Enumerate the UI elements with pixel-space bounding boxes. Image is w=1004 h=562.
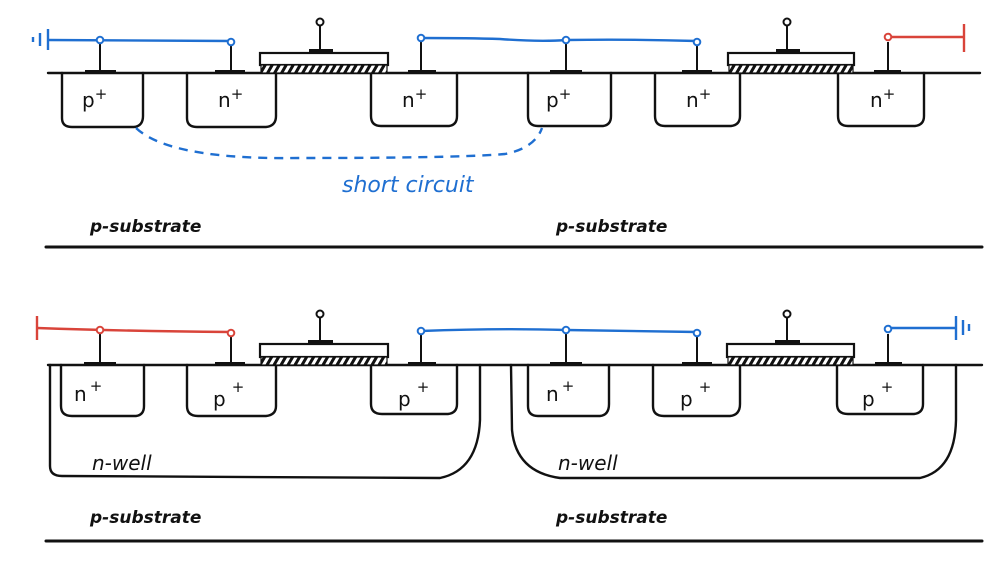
top-contacts: [85, 41, 901, 74]
top-ground-wire: [47, 38, 232, 43]
bottom-contacts: [84, 330, 902, 366]
top-substrate-label-2: p-substrate: [555, 217, 667, 237]
bottom-region-label-3: p+: [398, 378, 429, 411]
bottom-region-1: [59, 363, 146, 418]
gate-oxide-hatch: [260, 356, 388, 366]
top-shared-wire: [420, 36, 698, 43]
bottom-region-label-5: p+: [680, 378, 711, 411]
bottom-gate-1: [258, 309, 390, 366]
top-panel: p+ n+ n+ p+ n+ n+: [31, 17, 984, 249]
top-region-label-1: p+: [82, 85, 107, 112]
gate-contact: [308, 340, 333, 344]
gate-oxide-hatch: [727, 356, 854, 366]
ground-icon: [954, 316, 971, 340]
bottom-shared-wire: [420, 328, 698, 334]
top-region-label-4: p+: [546, 85, 571, 112]
top-region-5: [653, 71, 742, 128]
bottom-supply-wire: [36, 326, 232, 334]
n-well-label-2: n-well: [558, 451, 618, 475]
n-well-1: [48, 363, 482, 480]
bottom-panel: n+ p+ p+ n+ p+ p+: [35, 309, 984, 543]
gate-terminal-icon: [315, 309, 325, 319]
bottom-substrate-label-1: p-substrate: [89, 508, 201, 528]
bottom-region-label-6: p+: [862, 378, 893, 411]
bottom-substrate-label-2: p-substrate: [555, 508, 667, 528]
bottom-region-6: [835, 363, 925, 416]
gate-oxide-hatch: [260, 64, 388, 74]
gate-terminal-icon: [782, 17, 792, 27]
top-gate-2: [726, 17, 856, 74]
bottom-region-label-4: n+: [546, 377, 574, 406]
bottom-region-5: [651, 363, 742, 418]
n-well-2: [509, 363, 958, 480]
n-well-label-1: n-well: [92, 451, 152, 475]
short-circuit-path: [135, 127, 544, 160]
ground-icon: [31, 29, 50, 50]
gate-terminal-icon: [782, 309, 792, 319]
gate-contact: [776, 49, 800, 53]
top-region-2: [185, 71, 278, 129]
top-region-6: [836, 71, 926, 128]
gate-poly: [258, 51, 390, 67]
gate-poly: [258, 342, 390, 359]
top-region-1: [60, 71, 145, 129]
gate-terminal-icon: [315, 17, 325, 27]
bottom-region-label-2: p+: [213, 378, 244, 411]
top-gate-1: [258, 17, 390, 74]
bottom-region-2: [185, 363, 278, 418]
top-region-3: [369, 71, 459, 128]
gate-contact: [775, 340, 800, 344]
top-region-4: [526, 71, 613, 128]
top-region-label-3: n+: [402, 85, 427, 112]
top-substrate-label-1: p-substrate: [89, 217, 201, 237]
bottom-region-label-1: n+: [74, 377, 102, 406]
bottom-region-3: [369, 363, 459, 416]
gate-poly: [726, 51, 856, 67]
top-region-label-2: n+: [218, 85, 243, 112]
bottom-gate-2: [725, 309, 856, 366]
bottom-region-4: [526, 363, 611, 418]
top-region-label-5: n+: [686, 85, 711, 112]
gate-poly: [725, 342, 856, 359]
short-circuit-label: short circuit: [342, 173, 475, 198]
top-region-label-6: n+: [870, 85, 895, 112]
gate-contact: [309, 49, 333, 53]
gate-oxide-hatch: [728, 64, 854, 74]
